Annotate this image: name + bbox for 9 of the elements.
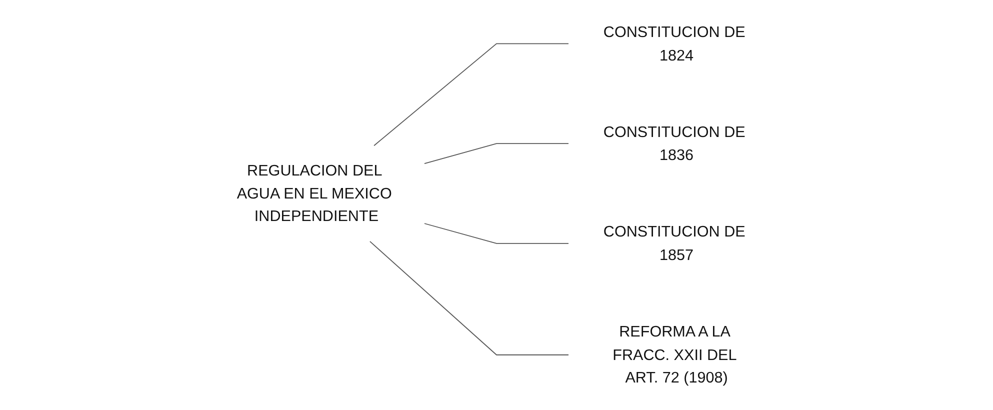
connector — [424, 223, 569, 244]
connector — [370, 241, 569, 356]
node-text: CONSTITUCION DE 1824 — [603, 23, 746, 64]
node-text: REGULACION DEL AGUA EN EL MEXICO INDEPENDIENTE — [236, 162, 392, 225]
connector — [374, 43, 569, 146]
node-text: CONSTITUCION DE 1857 — [603, 223, 746, 264]
connector — [424, 143, 569, 164]
node-text: CONSTITUCION DE 1836 — [603, 123, 746, 164]
node-text: REFORMA A LA FRACC. XXII DEL ART. 72 (1908) — [612, 323, 736, 386]
